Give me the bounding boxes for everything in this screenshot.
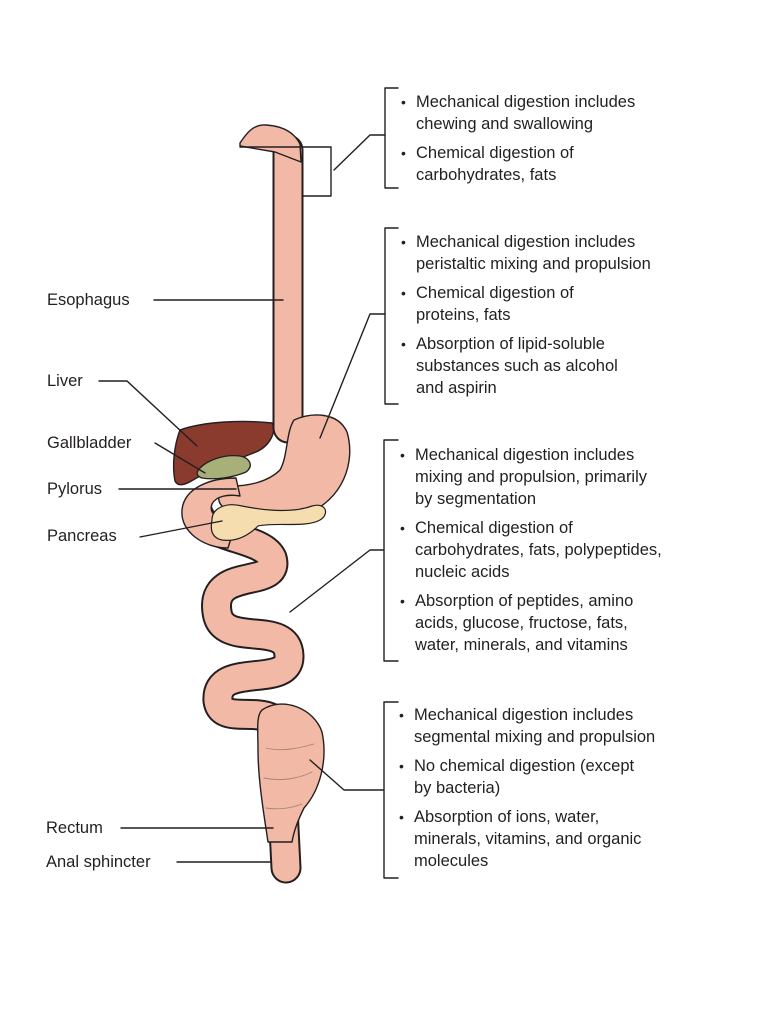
note-item: • Absorption of ions, water, minerals, vi… xyxy=(399,806,655,872)
bullet-dot: • xyxy=(400,520,405,536)
note-item: • Chemical digestion of proteins, fats xyxy=(401,282,651,326)
large-intestine-shape xyxy=(256,703,325,843)
note-brackets xyxy=(239,87,399,879)
note-item: • Absorption of peptides, amino acids, gl… xyxy=(400,590,662,656)
note-text: Chemical digestion of carbohydrates, fat… xyxy=(415,519,662,581)
note-text: Mechanical digestion includes chewing an… xyxy=(416,93,636,133)
haustra-line xyxy=(263,743,315,810)
bullet-dot: • xyxy=(400,593,405,609)
label-esophagus: Esophagus xyxy=(47,291,130,309)
label-liver: Liver xyxy=(47,372,83,390)
bullet-dot: • xyxy=(400,447,405,463)
note-text: Absorption of lipid-soluble substances s… xyxy=(416,335,618,397)
bullet-dot: • xyxy=(401,285,406,301)
pancreas-shape xyxy=(210,504,327,541)
note-text: Mechanical digestion includes mixing and… xyxy=(415,446,648,508)
note-mouth: • Mechanical digestion includes chewing a… xyxy=(401,91,635,193)
label-rectum: Rectum xyxy=(46,819,103,837)
note-large-intestine: • Mechanical digestion includes segmental… xyxy=(399,704,655,879)
note-item: • Chemical digestion of carbohydrates, fa… xyxy=(401,142,635,186)
label-anal-sphincter: Anal sphincter xyxy=(46,853,151,871)
bullet-dot: • xyxy=(399,707,404,723)
label-leader-lines xyxy=(98,299,284,863)
note-item: • Mechanical digestion includes mixing an… xyxy=(400,444,662,510)
note-item: • Chemical digestion of carbohydrates, fa… xyxy=(400,517,662,583)
bullet-dot: • xyxy=(401,234,406,250)
note-item: • Mechanical digestion includes chewing a… xyxy=(401,91,635,135)
note-small-intestine: • Mechanical digestion includes mixing an… xyxy=(400,444,662,663)
note-item: • Mechanical digestion includes segmental… xyxy=(399,704,655,748)
note-item: • No chemical digestion (except by bacter… xyxy=(399,755,655,799)
note-text: Chemical digestion of carbohydrates, fat… xyxy=(416,144,574,184)
bullet-dot: • xyxy=(399,809,404,825)
label-gallbladder: Gallbladder xyxy=(47,434,132,452)
label-pylorus: Pylorus xyxy=(47,480,103,498)
note-item: • Mechanical digestion includes peristalt… xyxy=(401,231,651,275)
note-text: Chemical digestion of proteins, fats xyxy=(416,284,574,324)
note-item: • Absorption of lipid-soluble substances … xyxy=(401,333,651,399)
note-stomach: • Mechanical digestion includes peristalt… xyxy=(401,231,651,406)
note-text: Mechanical digestion includes peristalti… xyxy=(416,233,651,273)
label-pancreas: Pancreas xyxy=(47,527,117,545)
note-text: Absorption of ions, water, minerals, vit… xyxy=(414,808,642,870)
mouth-shape xyxy=(239,124,302,163)
gallbladder-shape xyxy=(196,454,251,480)
bullet-dot: • xyxy=(401,145,406,161)
bullet-dot: • xyxy=(399,758,404,774)
note-text: Mechanical digestion includes segmental … xyxy=(414,706,656,746)
note-text: No chemical digestion (except by bacteri… xyxy=(414,757,635,797)
bullet-dot: • xyxy=(401,94,406,110)
bullet-dot: • xyxy=(401,336,406,352)
note-text: Absorption of peptides, amino acids, glu… xyxy=(415,592,634,654)
